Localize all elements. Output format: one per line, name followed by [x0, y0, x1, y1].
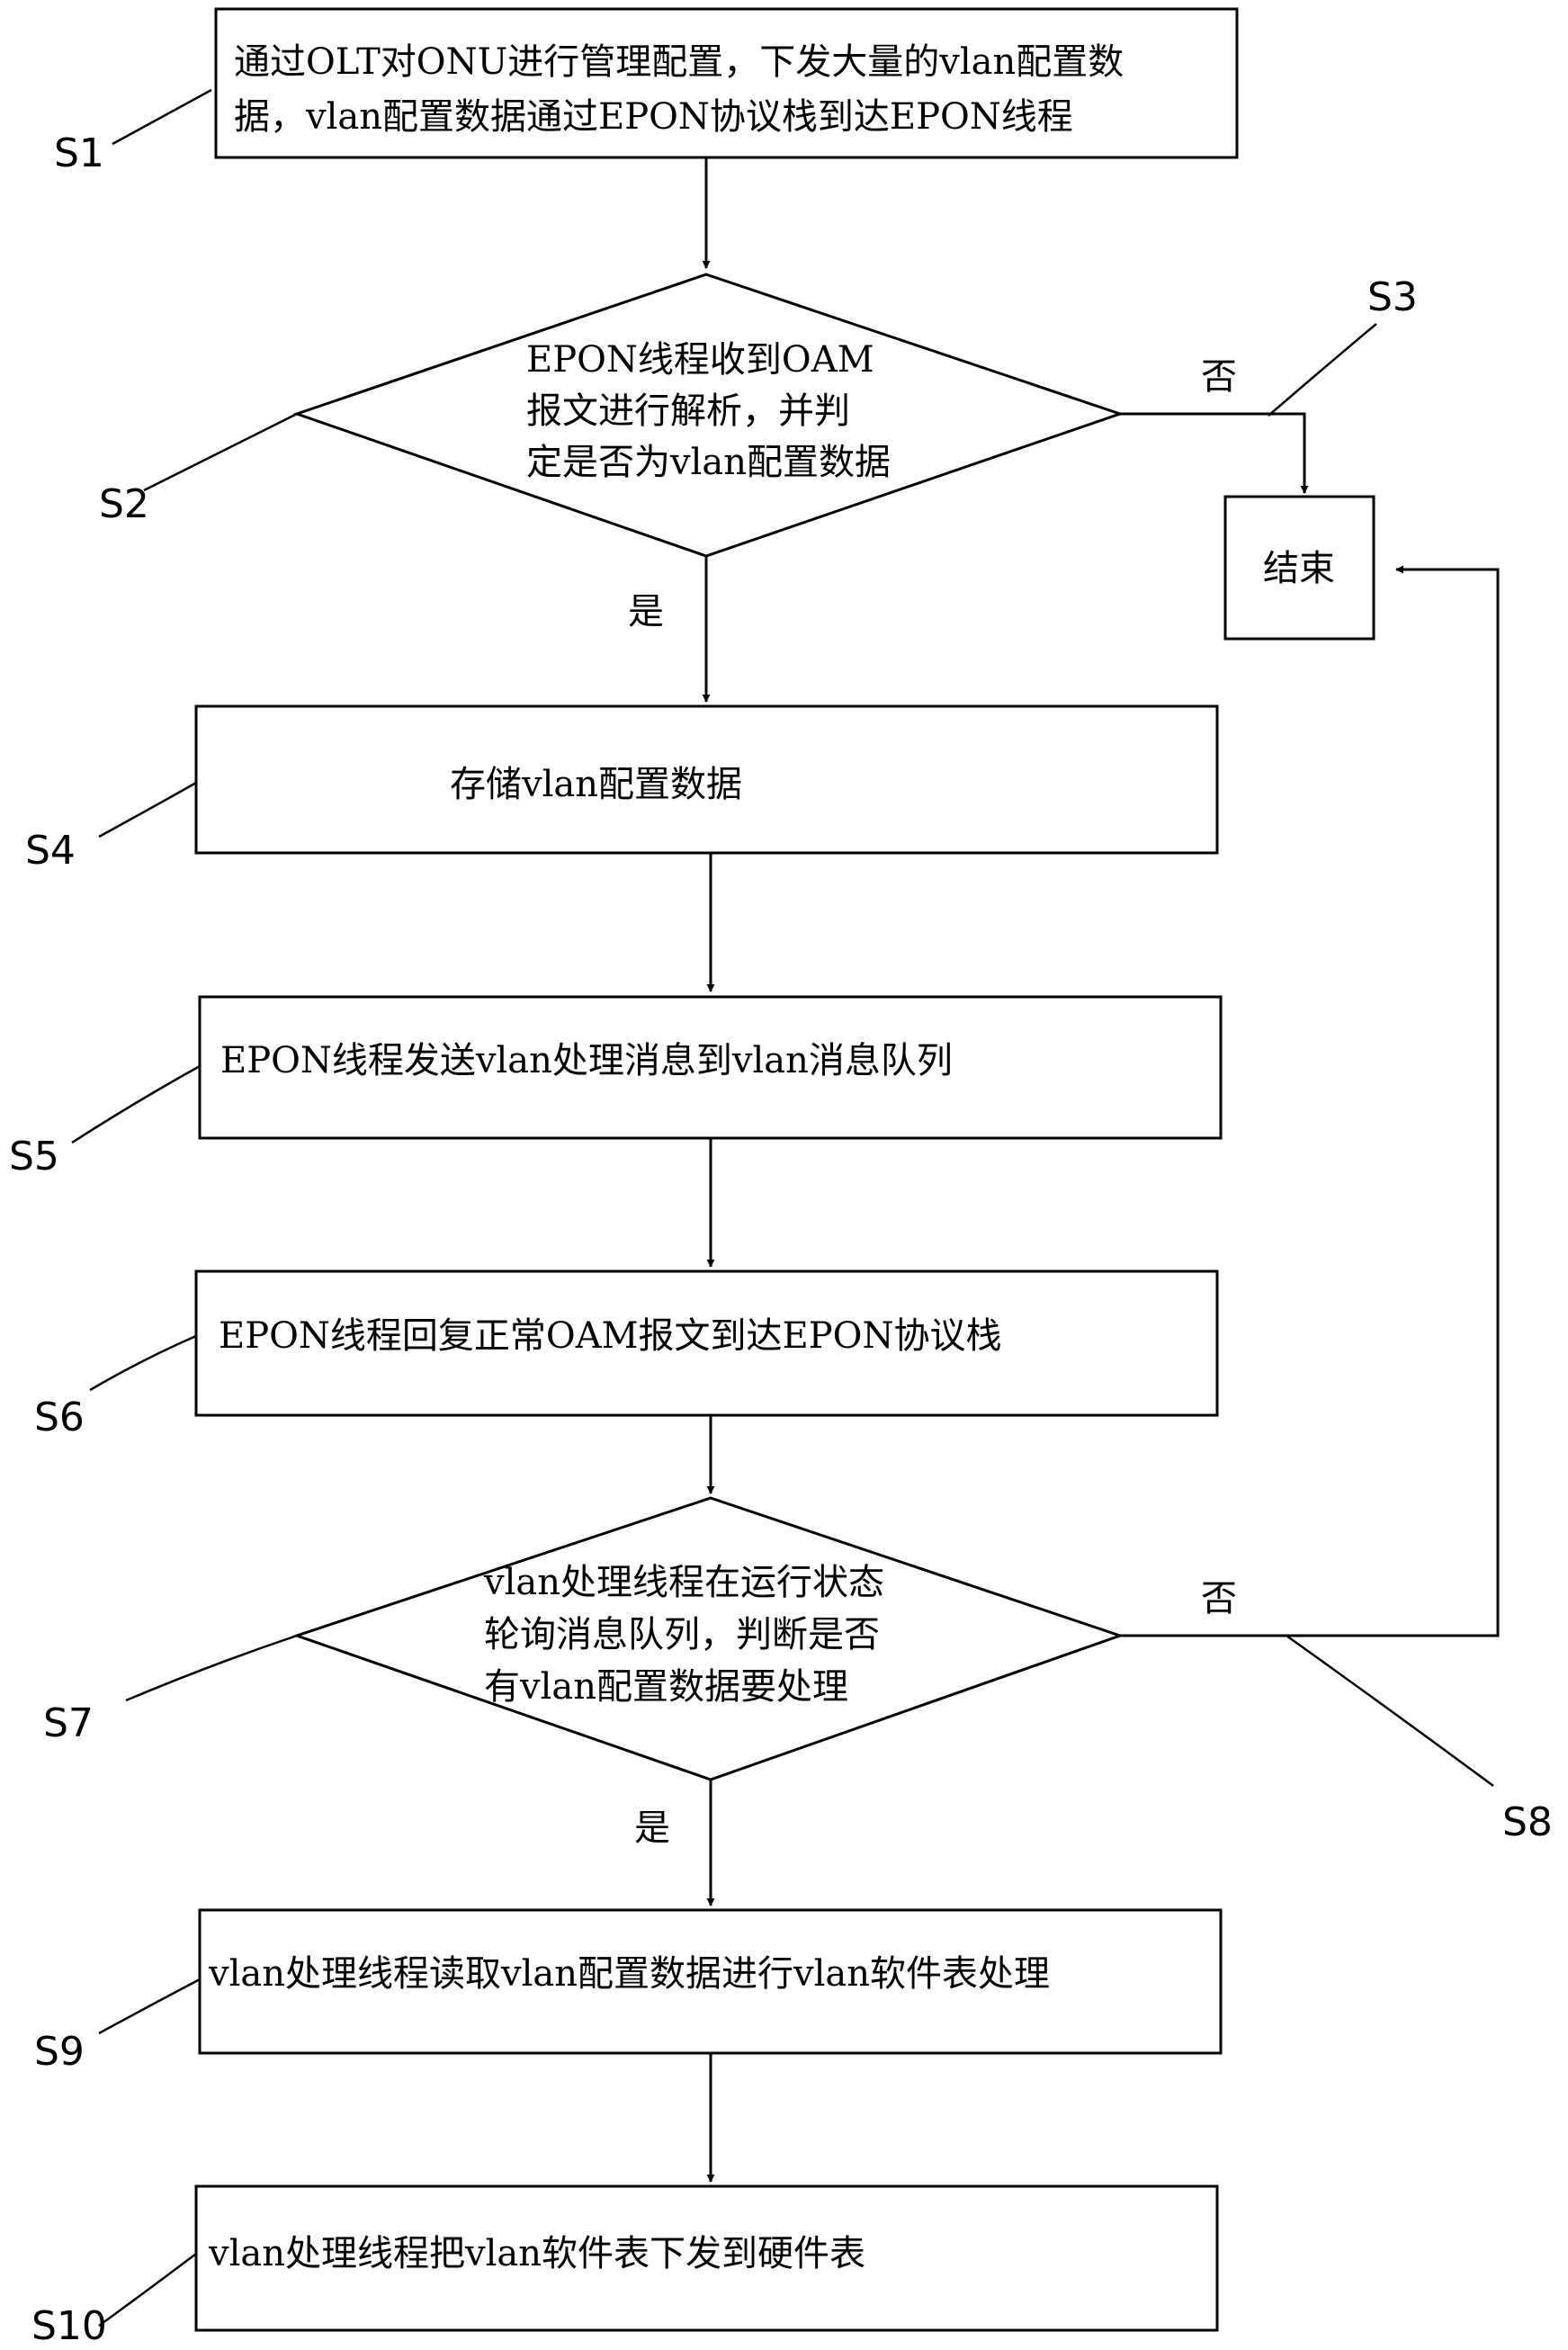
step-s4-text: 存储vlan配置数据: [450, 764, 742, 805]
end-node: 结束: [1225, 497, 1374, 639]
decision-s2-text-2: 报文进行解析，并判: [526, 390, 850, 432]
label-s3: S3: [1367, 274, 1418, 320]
leader-s2: [144, 414, 297, 490]
branch-s2-no: 否: [1201, 356, 1237, 398]
leader-s1: [112, 90, 211, 144]
label-s8: S8: [1502, 1799, 1553, 1845]
decision-s7: vlan处理线程在运行状态 轮询消息队列，判断是否 有vlan配置数据要处理: [297, 1498, 1120, 1780]
step-s5: EPON线程发送vlan处理消息到vlan消息队列: [200, 997, 1221, 1138]
label-s6: S6: [34, 1395, 85, 1440]
step-s5-text: EPON线程发送vlan处理消息到vlan消息队列: [220, 1040, 953, 1081]
step-s1-text-1: 通过OLT对ONU进行管理配置，下发大量的vlan配置数: [234, 41, 1124, 83]
label-s10: S10: [31, 2303, 107, 2349]
step-s9: vlan处理线程读取vlan配置数据进行vlan软件表处理: [200, 1910, 1221, 2053]
leader-s8: [1286, 1636, 1493, 1786]
step-s10-text: vlan处理线程把vlan软件表下发到硬件表: [208, 2233, 865, 2274]
label-s4: S4: [25, 828, 76, 874]
arrow-s2-end: [1120, 414, 1304, 493]
step-s4: 存储vlan配置数据: [196, 706, 1217, 853]
label-s5: S5: [9, 1134, 59, 1179]
leader-s7: [126, 1636, 297, 1700]
label-s1: S1: [54, 130, 104, 176]
decision-s2: EPON线程收到OAM 报文进行解析，并判 定是否为vlan配置数据: [297, 274, 1120, 556]
step-s9-text: vlan处理线程读取vlan配置数据进行vlan软件表处理: [208, 1953, 1050, 1995]
decision-s2-text-1: EPON线程收到OAM: [526, 339, 874, 381]
branch-s7-yes: 是: [634, 1807, 670, 1849]
leader-s10: [99, 2254, 196, 2326]
leader-s3: [1268, 324, 1376, 416]
leader-s9: [99, 1979, 200, 2033]
label-s9: S9: [34, 2029, 85, 2075]
branch-s7-no: 否: [1201, 1578, 1237, 1619]
label-s7: S7: [43, 1700, 94, 1746]
end-text: 结束: [1263, 548, 1335, 589]
step-s10: vlan处理线程把vlan软件表下发到硬件表: [196, 2186, 1217, 2330]
decision-s7-text-1: vlan处理线程在运行状态: [483, 1562, 884, 1603]
branch-s2-yes: 是: [628, 591, 664, 632]
label-s2: S2: [99, 481, 149, 527]
step-s1-text-2: 据，vlan配置数据通过EPON协议栈到达EPON线程: [234, 96, 1073, 138]
step-s6-text: EPON线程回复正常OAM报文到达EPON协议栈: [219, 1315, 1001, 1357]
decision-s2-text-3: 定是否为vlan配置数据: [526, 442, 891, 483]
step-s1: 通过OLT对ONU进行管理配置，下发大量的vlan配置数 据，vlan配置数据通…: [216, 9, 1237, 157]
step-s6: EPON线程回复正常OAM报文到达EPON协议栈: [196, 1271, 1217, 1415]
leader-s5: [72, 1066, 200, 1143]
decision-s7-text-3: 有vlan配置数据要处理: [484, 1666, 848, 1708]
decision-s7-text-2: 轮询消息队列，判断是否: [484, 1614, 880, 1655]
leader-s6: [90, 1336, 196, 1390]
leader-s4: [99, 783, 196, 837]
